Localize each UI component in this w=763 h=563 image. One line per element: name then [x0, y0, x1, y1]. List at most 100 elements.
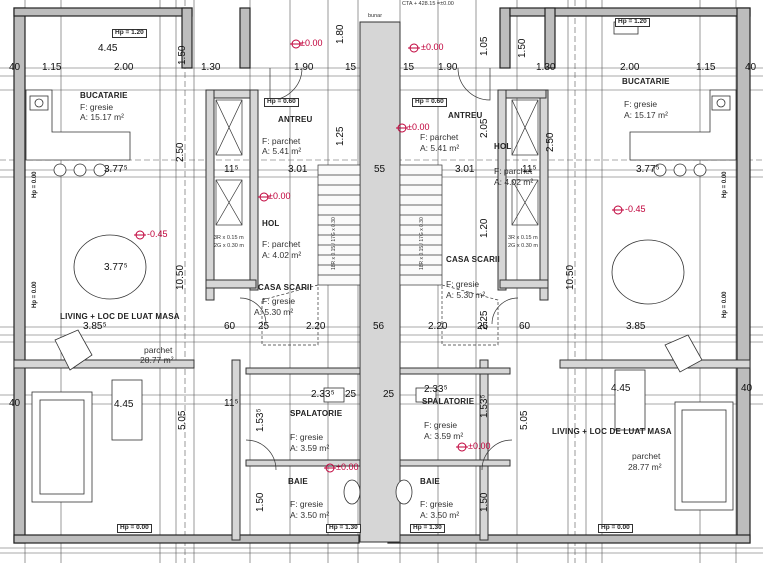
room-floor: F: gresie	[424, 420, 458, 430]
dimension: 3.85	[626, 321, 646, 332]
room-name-casa-scarii: CASA SCARII	[446, 255, 500, 264]
dimension: 1.15	[696, 62, 716, 73]
dining-tables	[53, 163, 707, 305]
dimension-vertical: 1.53⁵	[479, 394, 490, 418]
room-floor: F: parchet	[420, 132, 459, 142]
hp-label: Hp = 0.00	[117, 524, 152, 533]
stair-flights	[261, 164, 499, 346]
room-floor: F: gresie	[290, 432, 324, 442]
dimension: 2.00	[620, 62, 640, 73]
room-name-living: LIVING + LOC DE LUAT MASA	[60, 312, 180, 321]
dimension: 25	[383, 389, 395, 400]
room-area: 28.77 m²	[628, 462, 662, 472]
dimension-vertical: 1.50	[255, 492, 266, 512]
hp-label: Hp = 1.30	[410, 524, 445, 533]
dimension: 4.45	[611, 383, 631, 394]
room-name-spalatorie: SPALATORIE	[290, 409, 343, 418]
room-floor: F: gresie	[80, 102, 114, 112]
room-area: A: 15.17 m²	[624, 110, 668, 120]
room-name-spalatorie: SPALATORIE	[422, 397, 475, 406]
kitchen-counters	[25, 21, 737, 161]
room-floor: F: gresie	[290, 499, 324, 509]
dimension: 4.45	[114, 399, 134, 410]
room-floor: F: gresie	[262, 296, 296, 306]
level-markers	[134, 39, 624, 473]
room-area: A: 4.02 m²	[494, 177, 534, 187]
dimension: 1.30	[536, 62, 556, 73]
dimension-vertical: 1.50	[479, 492, 490, 512]
dimension: 2.00	[114, 62, 134, 73]
dimension-vertical: 1.20	[479, 218, 490, 238]
room-floor: parchet	[144, 345, 173, 355]
dimension: 56	[373, 321, 385, 332]
room-area: A: 5.30 m²	[446, 290, 486, 300]
room-name-antreu: ANTREU	[278, 115, 313, 124]
dimension-vertical: 5.05	[177, 410, 188, 430]
room-area: A: 15.17 m²	[80, 112, 124, 122]
dimension: 55	[374, 164, 386, 175]
room-name-antreu: ANTREU	[448, 111, 483, 120]
stair-note: 2G x 0.30 m	[214, 243, 244, 249]
level-label: ±0.00	[300, 38, 323, 48]
dimension: 11⁵	[522, 164, 537, 175]
room-floor: F: gresie	[420, 499, 454, 509]
hp-vertical: Hp = 0.00	[722, 171, 728, 198]
dimension: 1.90	[438, 62, 458, 73]
hp-vertical: Hp = 0.00	[32, 281, 38, 308]
dimension: 60	[519, 321, 531, 332]
dimension-vertical: 1.05	[479, 36, 490, 56]
dimension-vertical: 1.80	[335, 24, 346, 44]
stair-note: 2G x 0.30 m	[508, 243, 538, 249]
dimension: 2.20	[428, 321, 448, 332]
room-name-casa-scarii: CASA SCARII	[258, 283, 312, 292]
level-label: -0.45	[147, 229, 168, 239]
dimension-vertical: 1.50	[517, 38, 528, 58]
dimension: 3.77⁵	[104, 262, 128, 273]
room-name-hol: HOL	[262, 219, 280, 228]
top-note: CTA + 428.15 =±0.00	[402, 1, 454, 7]
bathroom-fixtures	[323, 387, 437, 505]
room-area: 28.77 m²	[140, 355, 174, 365]
dimension: 40	[9, 62, 21, 73]
dimension: 3.01	[455, 164, 475, 175]
level-label: ±0.00	[407, 122, 430, 132]
level-label: ±0.00	[336, 462, 359, 472]
dimension: 3.01	[288, 164, 308, 175]
exterior-walls	[13, 7, 751, 544]
dimension-vertical: 1.53⁵	[255, 408, 266, 432]
hp-vertical: Hp = 0.00	[32, 171, 38, 198]
room-name-baie: BAIE	[420, 477, 440, 486]
dimension: 11⁵	[224, 164, 239, 175]
dimension: 25	[345, 389, 357, 400]
level-label: ±0.00	[268, 191, 291, 201]
dimension: 15	[345, 62, 357, 73]
dimension-vertical: 10.50	[175, 264, 186, 290]
room-floor: F: gresie	[624, 99, 658, 109]
hp-label: Hp = 1.20	[112, 29, 147, 38]
dimension: 1.90	[294, 62, 314, 73]
hp-vertical: Hp = 0.00	[722, 291, 728, 318]
room-floor: F: parchet	[494, 166, 533, 176]
dimension: 3.77⁵	[636, 164, 660, 175]
hp-label: Hp = 0.60	[412, 98, 447, 107]
room-name-living: LIVING + LOC DE LUAT MASA	[552, 427, 672, 436]
room-floor: F: parchet	[262, 136, 301, 146]
dimension: 11⁵	[224, 398, 239, 409]
dimension-vertical: 1.50	[177, 45, 188, 65]
dimension-vertical: 2.25	[479, 310, 490, 330]
dimension: 15	[403, 62, 415, 73]
room-name-baie: BAIE	[288, 477, 308, 486]
dimension: 4.45	[98, 43, 118, 54]
dimension: 3.85⁵	[83, 321, 107, 332]
dimension: 60	[224, 321, 236, 332]
stair-flight-note: 18R x 0.15 / 17G x 0.30	[331, 217, 337, 270]
level-label: ±0.00	[468, 441, 491, 451]
hp-label: Hp = 0.60	[264, 98, 299, 107]
dimension-vertical: 2.05	[479, 118, 490, 138]
hp-label: Hp = 0.00	[598, 524, 633, 533]
living-furniture	[31, 329, 734, 511]
interior-walls	[13, 21, 751, 543]
level-label: ±0.00	[421, 42, 444, 52]
dimension-vertical: 10.50	[565, 264, 576, 290]
room-name-bucatarie: BUCATARIE	[622, 77, 670, 86]
